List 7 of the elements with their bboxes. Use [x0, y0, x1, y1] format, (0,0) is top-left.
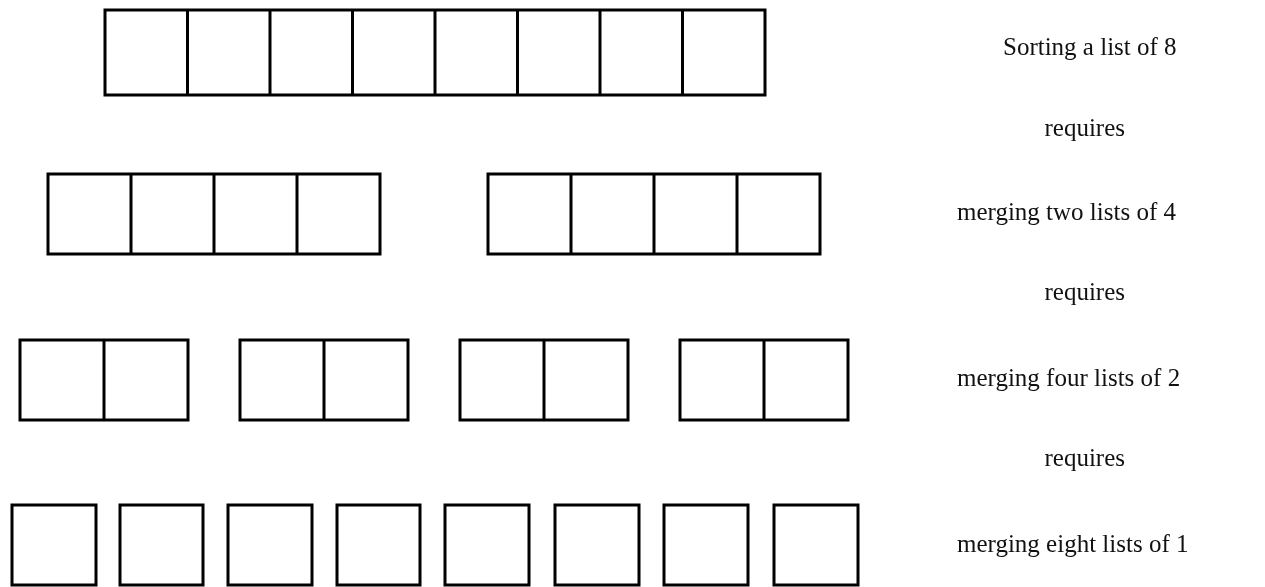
step-caption: merging two lists of 4 — [957, 197, 1176, 227]
step-caption: merging eight lists of 1 — [957, 529, 1189, 559]
connecting-word: requires — [1044, 113, 1126, 143]
connecting-word: requires — [1044, 277, 1126, 307]
step-caption: merging four lists of 2 — [957, 363, 1181, 393]
connecting-word: requires — [1044, 443, 1126, 473]
step-caption: Sorting a list of 8 — [1003, 32, 1177, 62]
